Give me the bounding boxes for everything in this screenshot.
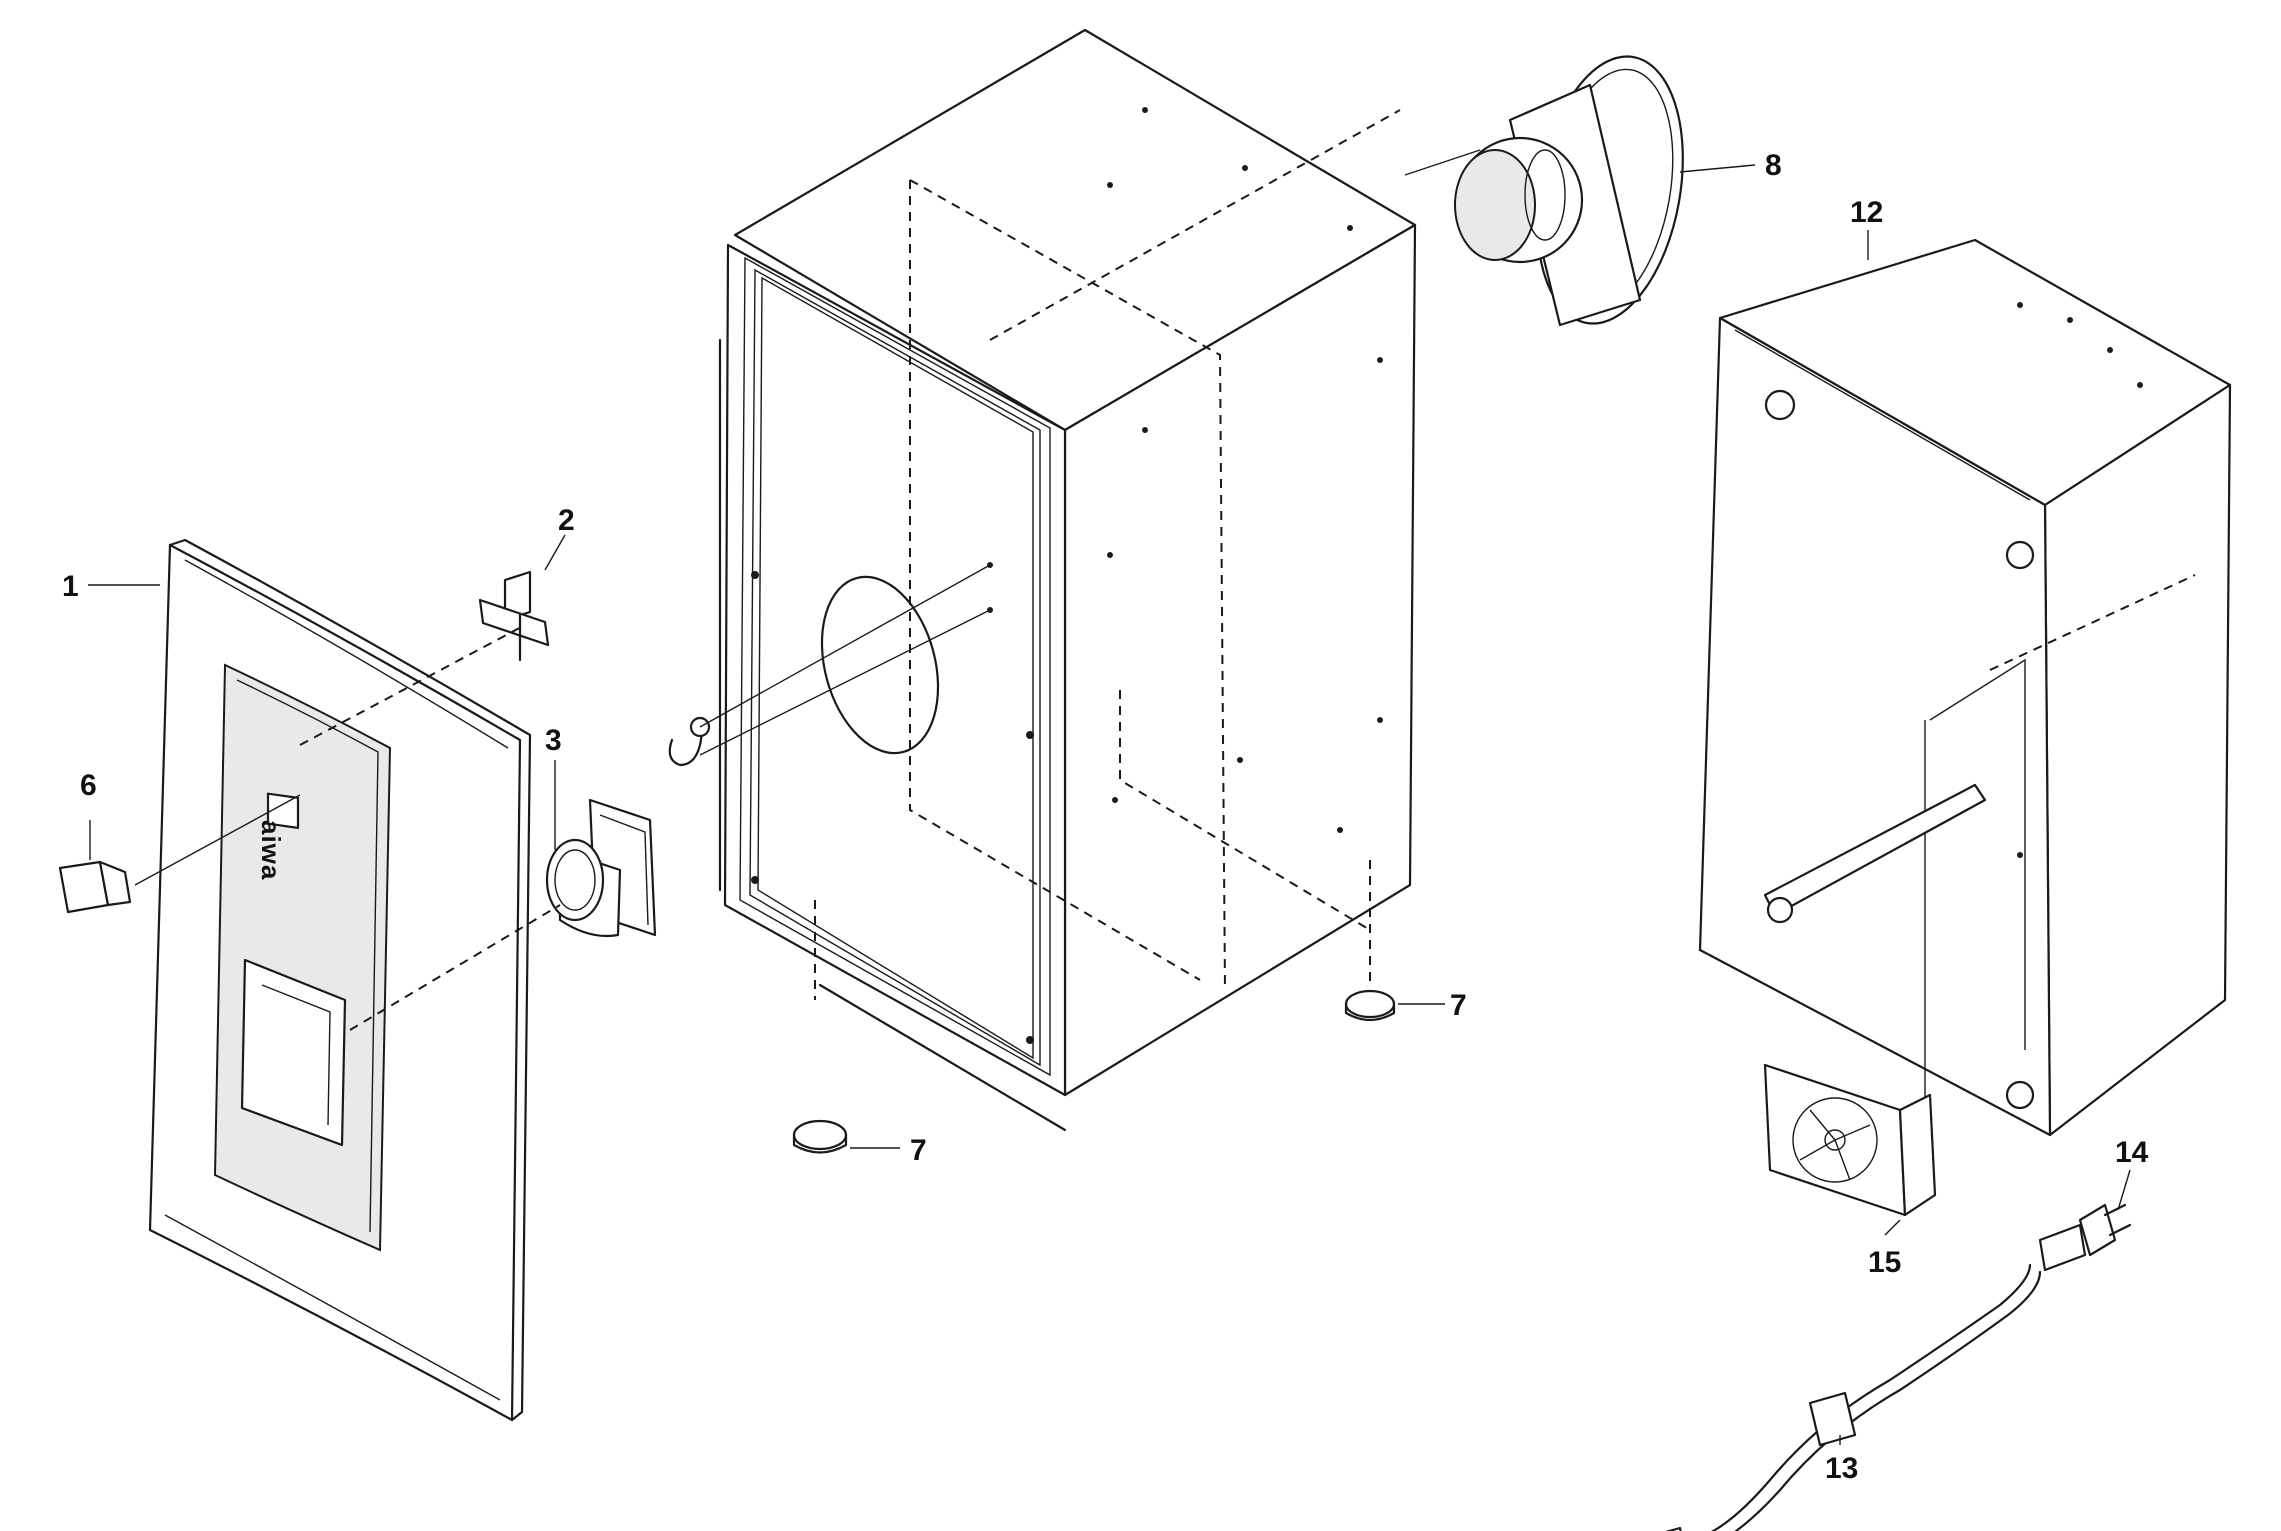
port-tube-part — [545, 798, 657, 938]
foot-right-part — [1344, 989, 1396, 1022]
callout-7-right: 7 — [1450, 989, 1467, 1022]
callout-2: 2 — [558, 504, 575, 537]
power-cord-part — [1665, 1203, 2132, 1531]
callout-12: 12 — [1850, 196, 1883, 229]
bracket-part — [478, 570, 550, 662]
callout-14: 14 — [2115, 1136, 2149, 1169]
woofer-part — [1454, 55, 1684, 327]
button-cap-part — [58, 860, 132, 914]
hook-part — [668, 564, 991, 767]
callout-3: 3 — [545, 724, 562, 757]
foot-left-part — [792, 1119, 848, 1154]
brand-logo: aiwa — [256, 820, 286, 880]
main-cabinet — [718, 28, 1417, 1132]
callout-1: 1 — [62, 570, 79, 603]
callout-7-left: 7 — [910, 1134, 927, 1167]
rear-cabinet-part — [1698, 238, 2232, 1137]
callout-13: 13 — [1825, 1452, 1858, 1485]
cooling-fan-part — [1763, 1063, 1937, 1217]
callout-labels: 1 2 3 6 7 7 8 12 13 14 15 — [62, 149, 2149, 1485]
callout-15: 15 — [1868, 1246, 1901, 1279]
callout-6: 6 — [80, 769, 97, 802]
assembly-lines — [134, 149, 1481, 1031]
front-grille-panel: aiwa — [148, 538, 532, 1422]
callout-leaders — [88, 164, 2131, 1445]
callout-8: 8 — [1765, 149, 1782, 182]
